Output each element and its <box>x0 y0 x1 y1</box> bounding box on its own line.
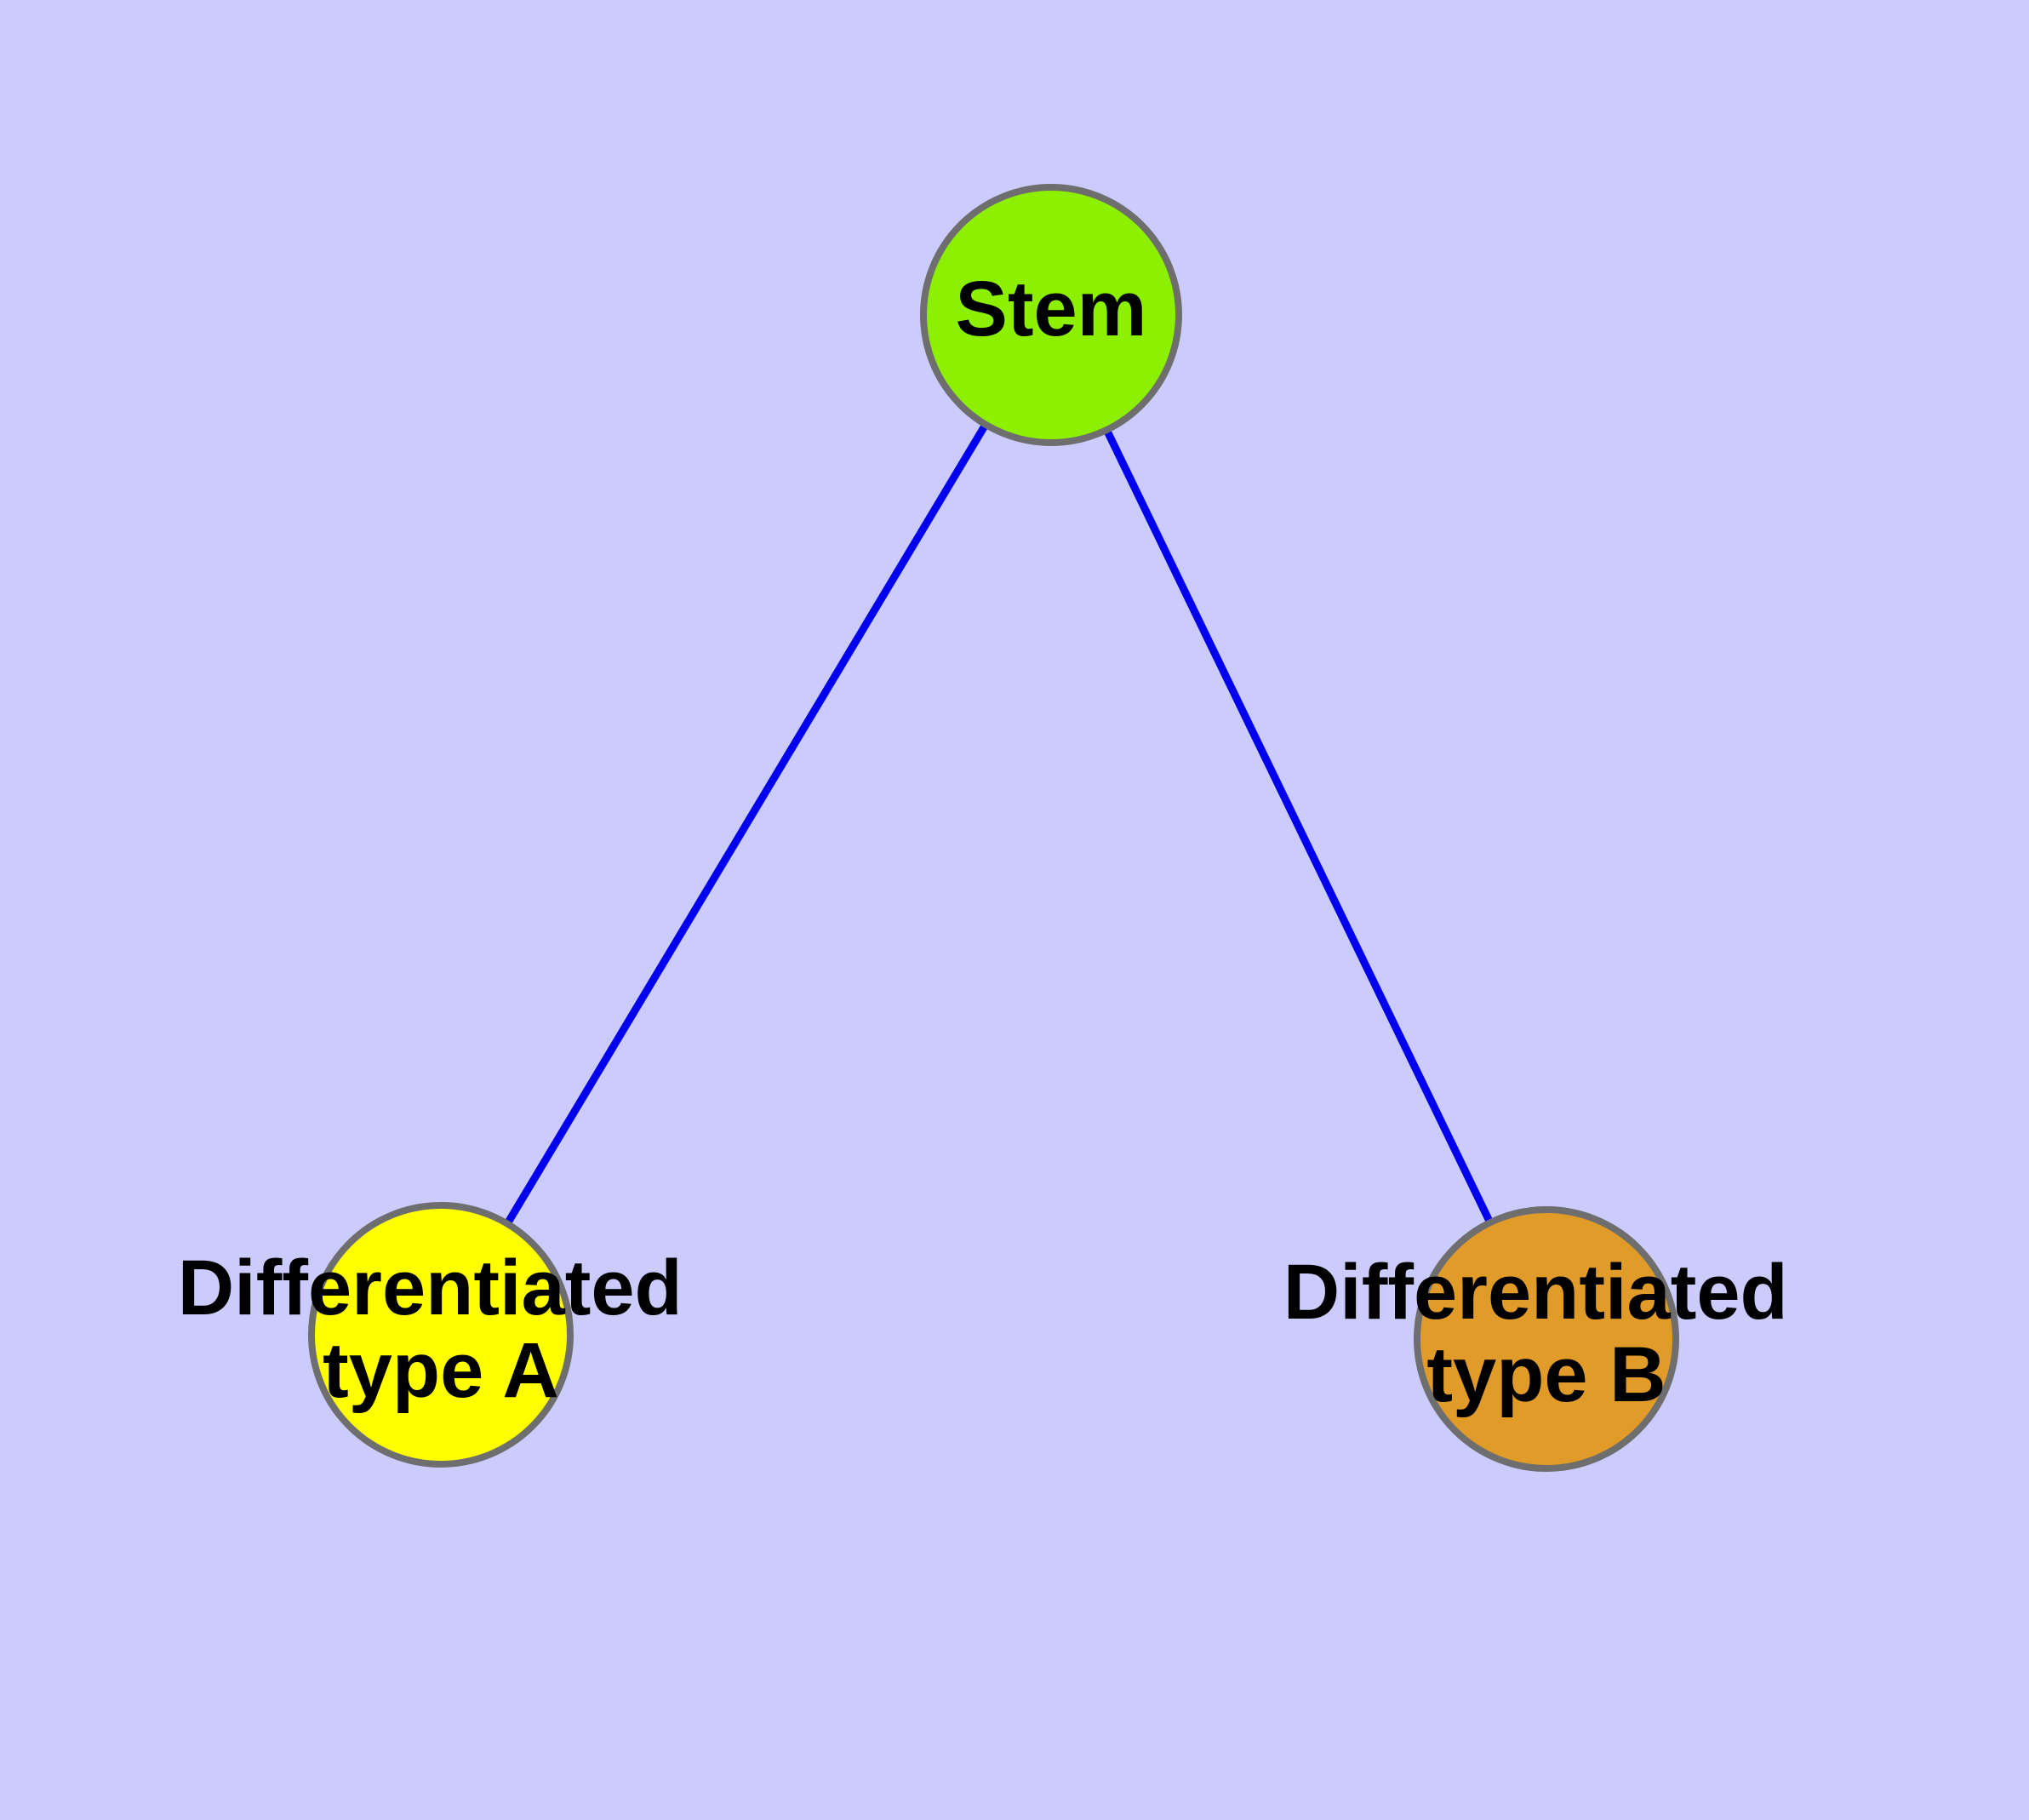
node-diff-a-label: Differentiated type A <box>178 1245 705 1414</box>
node-layer <box>308 184 1679 1472</box>
node-diff-a-circle[interactable] <box>308 1202 574 1468</box>
node-diff-a-label-line-1: Differentiated <box>178 1245 683 1331</box>
node-diff-b-label: Differentiated type B <box>1283 1249 1810 1418</box>
edge-stem-to-diff-a[interactable] <box>437 312 1055 1337</box>
label-layer: Stem Differentiated type A Differentiate… <box>178 266 1810 1418</box>
node-diff-b-label-line-2: type B <box>1426 1331 1666 1418</box>
node-stem-label-line-1: Stem <box>956 266 1147 352</box>
node-diff-b[interactable] <box>1414 1206 1679 1472</box>
edge-stem-to-diff-b[interactable] <box>1047 313 1551 1341</box>
node-stem-circle[interactable] <box>920 184 1182 446</box>
node-diff-b-label-line-1: Differentiated <box>1283 1249 1788 1336</box>
node-stem[interactable] <box>920 184 1182 446</box>
node-diff-a[interactable] <box>308 1202 574 1468</box>
node-stem-label: Stem <box>956 266 1147 352</box>
node-diff-a-label-line-2: type A <box>323 1327 559 1414</box>
edge-layer <box>437 312 1551 1341</box>
node-diff-b-circle[interactable] <box>1414 1206 1679 1472</box>
